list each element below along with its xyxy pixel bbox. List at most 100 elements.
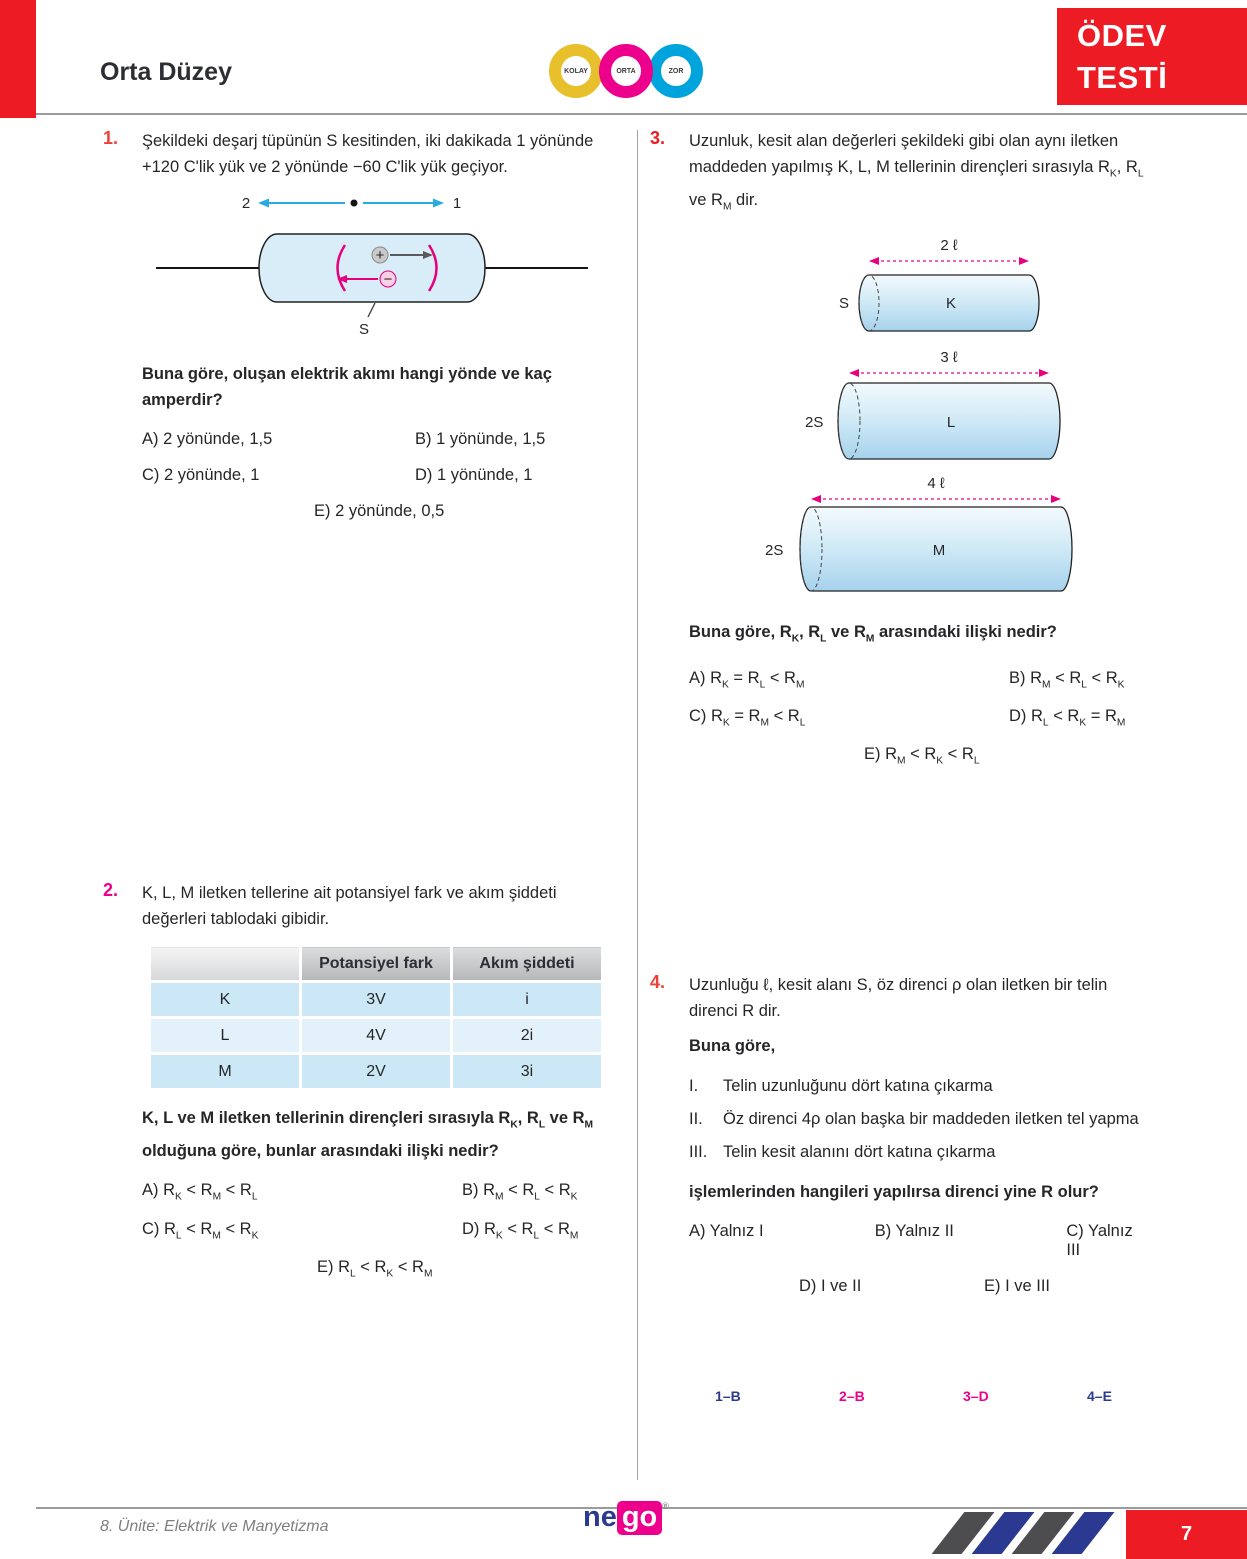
question-3-number: 3. <box>650 128 666 148</box>
discharge-tube-figure: 2 1 + − <box>156 195 588 338</box>
answer-2: 2–B <box>839 1388 865 1404</box>
negative-charge <box>379 270 397 288</box>
cell-value: 3V <box>299 980 453 1019</box>
direction-1-label: 1 <box>453 195 461 212</box>
option-e: E) I ve III <box>984 1276 1051 1295</box>
option-d: D) RL < RK = RM <box>1009 707 1126 729</box>
page-title: Orta Düzey <box>100 58 232 86</box>
option-d: D) I ve II <box>799 1276 862 1295</box>
list-item-1: I. Telin uzunluğunu dört katına çıkarma <box>689 1073 1150 1099</box>
cylinder-end-dashed <box>837 382 861 460</box>
answer-3: 3–D <box>963 1388 989 1404</box>
section-label: S <box>359 321 369 338</box>
badge-zor: ZOR <box>649 44 703 98</box>
question-4-text: Uzunluğu ℓ, kesit alanı S, öz direnci ρ … <box>689 976 1108 1020</box>
answer-key: 1–B 2–B 3–D 4–E <box>715 1388 1211 1404</box>
column-divider <box>637 130 638 1480</box>
question-2-text: K, L, M iletken tellerine ait potansiyel… <box>142 884 557 928</box>
dimension-arrow-left <box>849 368 859 377</box>
option-c: C) RK = RM < RL <box>689 707 806 729</box>
wire-l-label: L <box>947 414 955 431</box>
col-header-potansiyel: Potansiyel fark <box>299 944 453 983</box>
option-d: D) RK < RL < RM <box>462 1219 579 1241</box>
list-item-3: III. Telin kesit alanını dört katına çık… <box>689 1139 1150 1165</box>
list-item-text: Telin uzunluğunu dört katına çıkarma <box>723 1076 993 1095</box>
question-2-stem: K, L ve M iletken tellerinin dirençleri … <box>142 1109 594 1161</box>
electrode-right <box>427 244 438 292</box>
cell-value: 2V <box>299 1052 453 1091</box>
option-b: B) 1 yönünde, 1,5 <box>415 430 546 448</box>
registered-mark-icon: ® <box>662 1501 669 1511</box>
table-row: M 2V 3i <box>148 1052 604 1091</box>
positive-arrow-head <box>423 251 433 259</box>
question-4-lead: Buna göre, <box>689 1037 776 1055</box>
question-1-number: 1. <box>103 128 119 148</box>
test-title-line1: ÖDEV <box>1077 18 1167 53</box>
arrow-left-head <box>258 198 269 208</box>
option-b: B) Yalnız II <box>874 1221 954 1240</box>
option-e: E) RL < RK < RM <box>317 1257 433 1280</box>
cell-value: 4V <box>299 1016 453 1055</box>
question-3-text: Uzunluk, kesit alan değerleri şekildeki … <box>689 132 1144 213</box>
cell-value: 3i <box>450 1052 604 1091</box>
roman-numeral: II. <box>689 1109 703 1128</box>
cylinder-end-dashed <box>858 274 880 332</box>
area-label: S <box>839 295 849 312</box>
wire-m-label: M <box>933 542 946 559</box>
list-item-text: Telin kesit alanını dört katına çıkarma <box>723 1142 996 1161</box>
dimension-arrow-left <box>869 256 879 265</box>
page-number: 7 <box>1180 1523 1193 1545</box>
badge-orta-label: ORTA <box>616 67 636 75</box>
length-label: 3 ℓ <box>940 349 958 366</box>
test-title-line2: TESTİ <box>1077 60 1168 95</box>
dimension-arrow-right <box>1019 256 1029 265</box>
logo-go: go <box>616 1501 663 1535</box>
option-a: A) RK = RL < RM <box>689 668 805 691</box>
cylinder-body <box>858 273 1040 332</box>
question-3: 3. Uzunluk, kesit alan değerleri şekilde… <box>650 128 1150 767</box>
difficulty-badges: KOLAY ORTA ZOR <box>549 44 703 98</box>
option-c: C) RL < RM < RK <box>142 1219 259 1241</box>
question-1-stem: Buna göre, oluşan elektrik akımı hangi y… <box>142 365 552 409</box>
option-a: A) RK < RM < RL <box>142 1181 258 1203</box>
wire-m-figure: 4 ℓ 2S M <box>765 475 1073 592</box>
corner-cell <box>148 944 302 983</box>
badge-kolay: KOLAY <box>549 44 603 98</box>
cell-value: i <box>450 980 604 1019</box>
col-header-akim: Akım şiddeti <box>450 944 604 983</box>
option-b: B) RM < RL < RK <box>462 1181 578 1203</box>
question-3-stem: Buna göre, RK, RL ve RM arasındaki ilişk… <box>689 622 1057 644</box>
option-c: C) 2 yönünde, 1 <box>142 466 260 484</box>
plus-sign: + <box>376 247 385 264</box>
question-4-number: 4. <box>650 972 666 992</box>
dimension-arrow-right <box>1051 494 1061 503</box>
cell-value: 2i <box>450 1016 604 1055</box>
wire-l-figure: 3 ℓ 2S L <box>805 349 1061 460</box>
question-1: 1. Şekildeki deşarj tüpünün S kesitinden… <box>103 128 615 521</box>
row-label: M <box>148 1052 302 1091</box>
option-c: C) Yalnız III <box>1066 1221 1133 1259</box>
corner-accent-bar <box>0 0 36 118</box>
dimension-arrow-right <box>1039 368 1049 377</box>
cylinder-body <box>799 505 1073 592</box>
cylinder-end-dashed <box>799 506 823 592</box>
unit-label: 8. Ünite: Elektrik ve Manyetizma <box>100 1518 329 1535</box>
area-label: 2S <box>765 542 783 559</box>
answer-4: 4–E <box>1087 1388 1112 1404</box>
section-tick <box>367 302 376 318</box>
roman-numeral: III. <box>689 1142 708 1161</box>
table-header-row: Potansiyel fark Akım şiddeti <box>148 944 604 983</box>
answer-1: 1–B <box>715 1388 741 1404</box>
negative-arrow-head <box>337 275 347 283</box>
list-item-text: Öz direnci 4ρ olan başka bir maddeden il… <box>723 1109 1139 1128</box>
page-number-badge: 7 <box>1126 1510 1247 1559</box>
tube-body <box>258 233 486 303</box>
origin-dot <box>350 199 358 207</box>
row-label: L <box>148 1016 302 1055</box>
table-row: K 3V i <box>148 980 604 1019</box>
logo-ne: ne <box>583 1501 617 1533</box>
direction-2-label: 2 <box>242 195 250 212</box>
arrow-right-head <box>433 198 444 208</box>
